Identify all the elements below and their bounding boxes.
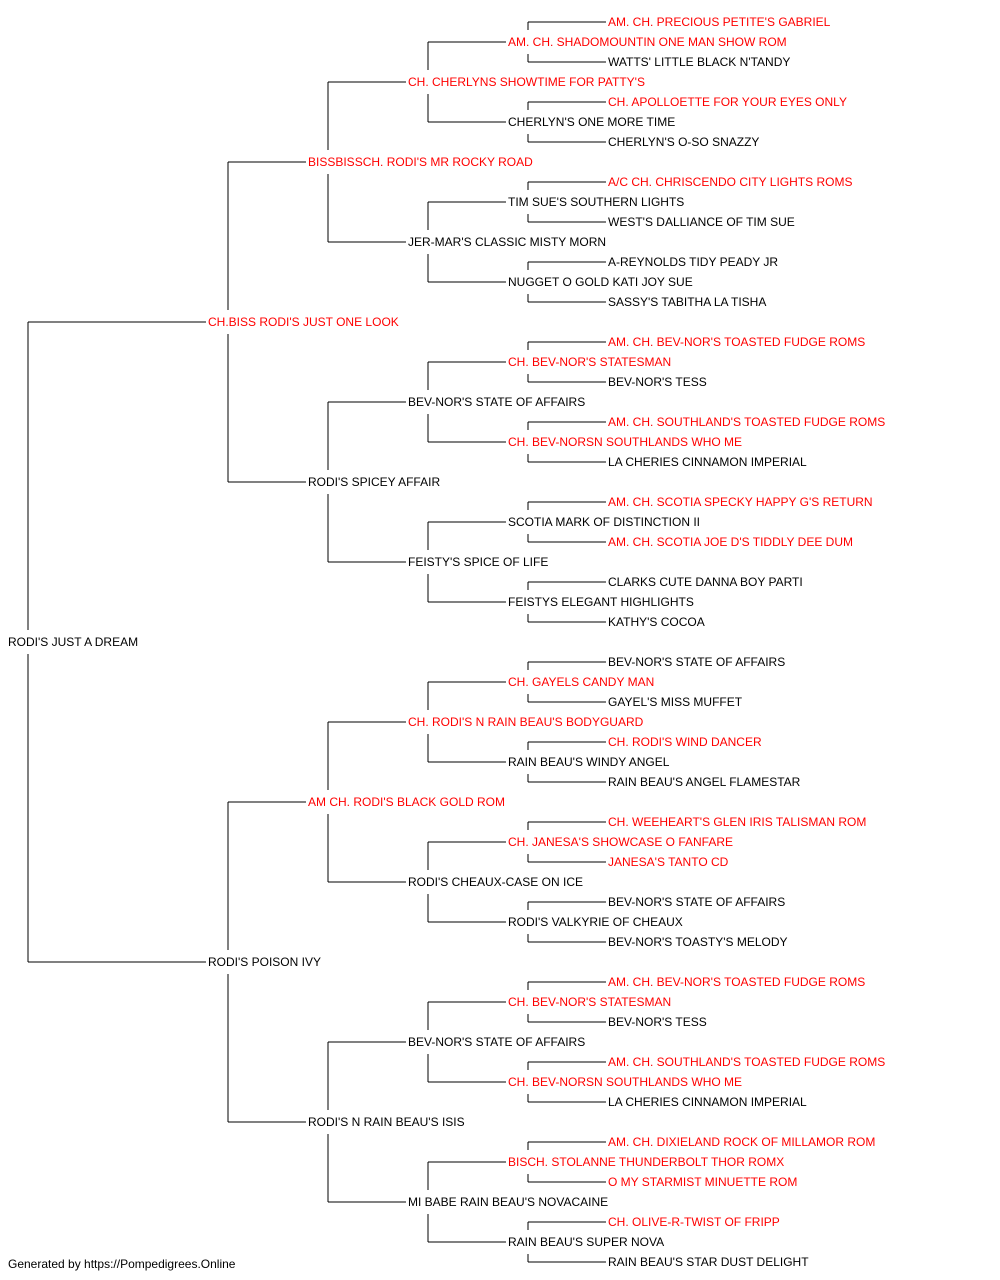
ancestor-name: O MY STARMIST MINUETTE ROM (608, 1175, 797, 1189)
ancestor-name: WEST'S DALLIANCE OF TIM SUE (608, 215, 795, 229)
ancestor-name: CH. BEV-NORSN SOUTHLANDS WHO ME (508, 1075, 742, 1089)
connector-lines (27, 21, 606, 1263)
ancestor-name: RODI'S VALKYRIE OF CHEAUX (508, 915, 683, 929)
ancestor-name: NUGGET O GOLD KATI JOY SUE (508, 275, 693, 289)
ancestor-name: A-REYNOLDS TIDY PEADY JR (608, 255, 778, 269)
dog-labels: RODI'S JUST A DREAM CH.BISS RODI'S JUST O… (8, 15, 885, 1269)
generated-by-footer: Generated by https://Pompedigrees.Online (8, 1257, 236, 1271)
ancestor-name: AM. CH. DIXIELAND ROCK OF MILLAMOR ROM (608, 1135, 875, 1149)
ancestor-name: AM. CH. PRECIOUS PETITE'S GABRIEL (608, 15, 831, 29)
ancestor-name: AM. CH. SCOTIA SPECKY HAPPY G'S RETURN (608, 495, 873, 509)
ancestor-name: LA CHERIES CINNAMON IMPERIAL (608, 1095, 807, 1109)
ancestor-name: CH. BEV-NORSN SOUTHLANDS WHO ME (508, 435, 742, 449)
ancestor-name: FEISTYS ELEGANT HIGHLIGHTS (508, 595, 694, 609)
ancestor-name: RAIN BEAU'S SUPER NOVA (508, 1235, 664, 1249)
ancestor-name: A/C CH. CHRISCENDO CITY LIGHTS ROMS (608, 175, 852, 189)
ancestor-name: AM. CH. SOUTHLAND'S TOASTED FUDGE ROMS (608, 1055, 885, 1069)
ancestor-name: RODI'S SPICEY AFFAIR (308, 475, 440, 489)
ancestor-name: RODI'S CHEAUX-CASE ON ICE (408, 875, 583, 889)
ancestor-name: CH. RODI'S N RAIN BEAU'S BODYGUARD (408, 715, 644, 729)
ancestor-name: TIM SUE'S SOUTHERN LIGHTS (508, 195, 684, 209)
ancestor-name: GAYEL'S MISS MUFFET (608, 695, 743, 709)
ancestor-name: AM. CH. SHADOMOUNTIN ONE MAN SHOW ROM (508, 35, 787, 49)
ancestor-name: AM. CH. BEV-NOR'S TOASTED FUDGE ROMS (608, 335, 865, 349)
ancestor-name: BEV-NOR'S TOASTY'S MELODY (608, 935, 788, 949)
ancestor-name: RAIN BEAU'S STAR DUST DELIGHT (608, 1255, 809, 1269)
ancestor-name: RODI'S POISON IVY (208, 955, 321, 969)
ancestor-name: AM. CH. SOUTHLAND'S TOASTED FUDGE ROMS (608, 415, 885, 429)
ancestor-name: BEV-NOR'S STATE OF AFFAIRS (408, 395, 585, 409)
ancestor-name: BEV-NOR'S TESS (608, 375, 707, 389)
ancestor-name: CHERLYN'S O-SO SNAZZY (608, 135, 759, 149)
ancestor-name: JANESA'S TANTO CD (608, 855, 729, 869)
ancestor-name: CHERLYN'S ONE MORE TIME (508, 115, 675, 129)
ancestor-name: CLARKS CUTE DANNA BOY PARTI (608, 575, 803, 589)
ancestor-name: LA CHERIES CINNAMON IMPERIAL (608, 455, 807, 469)
ancestor-name: SCOTIA MARK OF DISTINCTION II (508, 515, 700, 529)
subject-dog-name: RODI'S JUST A DREAM (8, 635, 138, 649)
ancestor-name: BISSBISSCH. RODI'S MR ROCKY ROAD (308, 155, 533, 169)
ancestor-name: CH. OLIVE-R-TWIST OF FRIPP (608, 1215, 780, 1229)
ancestor-name: BEV-NOR'S STATE OF AFFAIRS (408, 1035, 585, 1049)
ancestor-name: CH. BEV-NOR'S STATESMAN (508, 995, 671, 1009)
ancestor-name: BEV-NOR'S STATE OF AFFAIRS (608, 655, 785, 669)
ancestor-name: CH. GAYELS CANDY MAN (508, 675, 654, 689)
ancestor-name: RAIN BEAU'S WINDY ANGEL (508, 755, 670, 769)
ancestor-name: FEISTY'S SPICE OF LIFE (408, 555, 548, 569)
ancestor-name: KATHY'S COCOA (608, 615, 705, 629)
ancestor-name: AM CH. RODI'S BLACK GOLD ROM (308, 795, 505, 809)
ancestor-name: SASSY'S TABITHA LA TISHA (608, 295, 766, 309)
ancestor-name: CH. CHERLYNS SHOWTIME FOR PATTY'S (408, 75, 645, 89)
ancestor-name: JER-MAR'S CLASSIC MISTY MORN (408, 235, 606, 249)
ancestor-name: BEV-NOR'S STATE OF AFFAIRS (608, 895, 785, 909)
ancestor-name: BEV-NOR'S TESS (608, 1015, 707, 1029)
ancestor-name: RAIN BEAU'S ANGEL FLAMESTAR (608, 775, 801, 789)
ancestor-name: BISCH. STOLANNE THUNDERBOLT THOR ROMX (508, 1155, 784, 1169)
ancestor-name: AM. CH. SCOTIA JOE D'S TIDDLY DEE DUM (608, 535, 853, 549)
ancestor-name: WATTS' LITTLE BLACK N'TANDY (608, 55, 790, 69)
ancestor-name: CH. APOLLOETTE FOR YOUR EYES ONLY (608, 95, 847, 109)
ancestor-name: CH. RODI'S WIND DANCER (608, 735, 762, 749)
ancestor-name: MI BABE RAIN BEAU'S NOVACAINE (408, 1195, 608, 1209)
ancestor-name: CH. JANESA'S SHOWCASE O FANFARE (508, 835, 733, 849)
ancestor-name: CH.BISS RODI'S JUST ONE LOOK (208, 315, 399, 329)
ancestor-name: RODI'S N RAIN BEAU'S ISIS (308, 1115, 465, 1129)
ancestor-name: AM. CH. BEV-NOR'S TOASTED FUDGE ROMS (608, 975, 865, 989)
ancestor-name: CH. WEEHEART'S GLEN IRIS TALISMAN ROM (608, 815, 866, 829)
ancestor-name: CH. BEV-NOR'S STATESMAN (508, 355, 671, 369)
